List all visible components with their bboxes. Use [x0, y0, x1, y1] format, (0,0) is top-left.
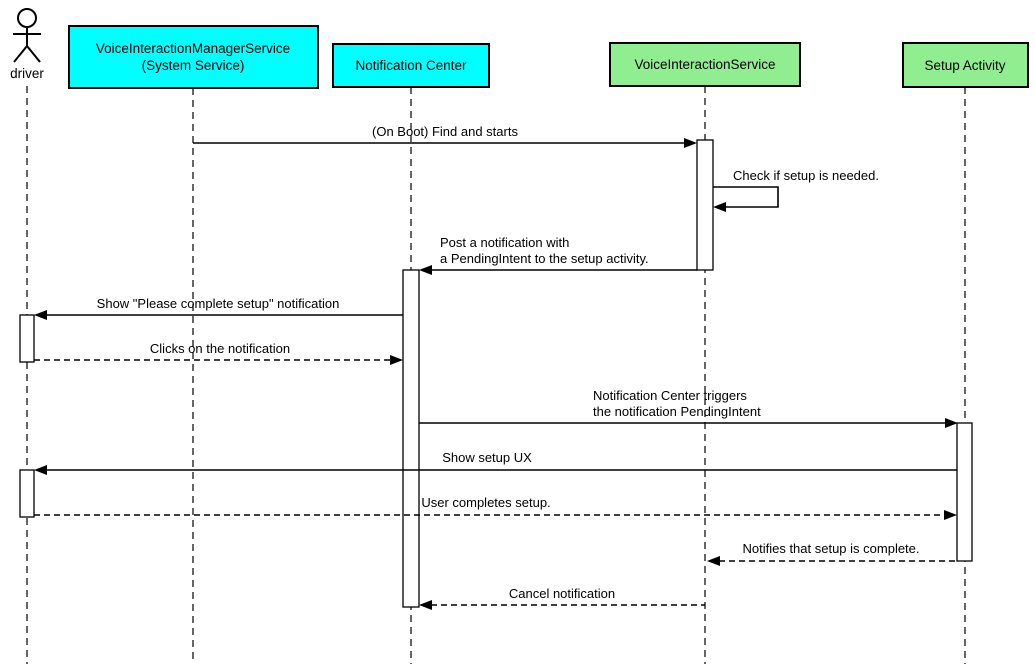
- arrowhead-right-icon: [684, 138, 697, 148]
- message-notification-center-triggers-pendingintent: Notification Center triggers the notific…: [419, 388, 958, 428]
- message-post-a-notification: Post a notification with a PendingIntent…: [419, 235, 697, 275]
- message-on-boot-find-and-starts: (On Boot) Find and starts: [193, 124, 697, 148]
- participant-label: Notification Center: [355, 58, 467, 73]
- message-label: Show "Please complete setup" notificatio…: [97, 296, 340, 311]
- message-label: User completes setup.: [421, 495, 550, 510]
- participant-label: Setup Activity: [924, 58, 1005, 73]
- activation-bar-notification-center: [402, 269, 420, 608]
- arrowhead-left-icon: [419, 265, 432, 275]
- actor-head: [17, 8, 37, 28]
- message-label: (On Boot) Find and starts: [372, 124, 518, 139]
- participant-box: [609, 42, 801, 87]
- activation-bar-driver-1: [19, 314, 35, 363]
- arrowhead-left-icon: [713, 202, 726, 212]
- arrowhead-left-icon: [419, 600, 432, 610]
- activation-bar-setup-activity: [956, 422, 973, 562]
- activation-bar-voice-interaction-service: [696, 139, 714, 271]
- arrowhead-right-icon: [944, 510, 957, 520]
- message-label-line2: the notification PendingIntent: [593, 404, 761, 419]
- self-message-line: [713, 186, 779, 208]
- message-label: Notifies that setup is complete.: [742, 541, 919, 556]
- participant-label-line1: VoiceInteractionManagerService: [96, 41, 290, 56]
- participant-setup-activity: Setup Activity: [902, 42, 1029, 88]
- participant-notification-center: Notification Center: [332, 43, 490, 88]
- message-check-if-setup-is-needed: Check if setup is needed.: [713, 168, 879, 212]
- actor-right-leg: [26, 45, 41, 63]
- message-notifies-setup-complete: Notifies that setup is complete.: [707, 541, 957, 566]
- arrowhead-right-icon: [945, 418, 958, 428]
- arrowhead-left-icon: [34, 465, 47, 475]
- participant-box: [902, 42, 1029, 88]
- actor-label: driver: [10, 66, 44, 81]
- participant-label: VoiceInteractionService: [634, 57, 775, 72]
- actor-driver: driver: [10, 8, 44, 81]
- message-show-please-complete-setup-notification: Show "Please complete setup" notificatio…: [34, 296, 403, 320]
- arrowhead-right-icon: [390, 355, 403, 365]
- participant-box: [332, 43, 490, 88]
- arrowhead-left-icon: [34, 310, 47, 320]
- message-label-line2: a PendingIntent to the setup activity.: [440, 251, 649, 266]
- message-show-setup-ux: Show setup UX: [34, 450, 957, 475]
- message-label: Clicks on the notification: [150, 341, 290, 356]
- participant-voice-interaction-service: VoiceInteractionService: [609, 42, 801, 87]
- arrowhead-left-icon: [707, 556, 720, 566]
- message-label-line1: Post a notification with: [440, 235, 569, 250]
- message-user-completes-setup: User completes setup.: [34, 495, 957, 520]
- message-label: Cancel notification: [509, 586, 615, 601]
- participant-box: [68, 25, 319, 89]
- participant-label-line2: (System Service): [142, 58, 245, 73]
- message-clicks-on-the-notification: Clicks on the notification: [34, 341, 403, 365]
- message-cancel-notification: Cancel notification: [419, 586, 705, 610]
- message-label: Show setup UX: [442, 450, 532, 465]
- participant-voice-interaction-manager-service: VoiceInteractionManagerService (System S…: [68, 25, 319, 89]
- message-label-line1: Notification Center triggers: [593, 388, 747, 403]
- message-label: Check if setup is needed.: [733, 168, 879, 183]
- activation-bar-driver-2: [19, 469, 35, 518]
- actor-left-leg: [13, 45, 28, 63]
